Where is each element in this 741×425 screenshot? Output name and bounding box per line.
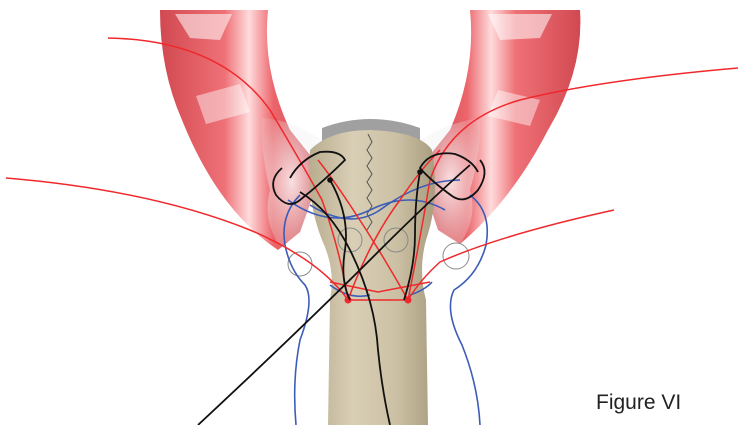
figure-caption: Figure VI <box>596 391 681 415</box>
black-knot <box>417 169 423 175</box>
black-knot <box>327 177 333 183</box>
